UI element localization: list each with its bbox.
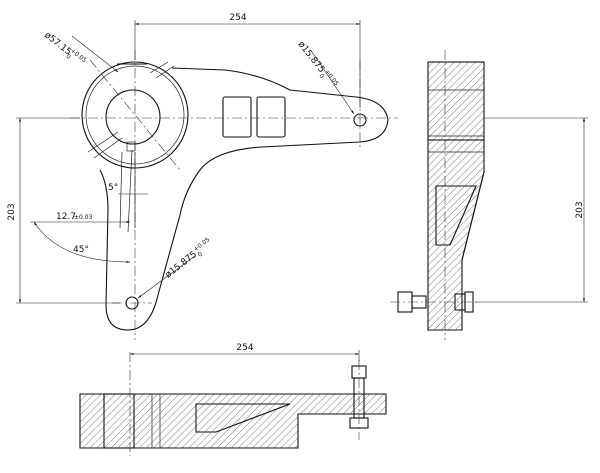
- svg-text:0: 0: [197, 251, 204, 259]
- left-dim-203: 203: [7, 203, 17, 220]
- key-width-label: 12.7: [56, 212, 76, 222]
- hub-bore: [105, 89, 161, 145]
- svg-text:+0.05: +0.05: [69, 47, 88, 64]
- svg-text:0: 0: [65, 53, 72, 61]
- bottom-dim-254: 254: [236, 343, 253, 353]
- svg-text:+0.05: +0.05: [323, 68, 340, 87]
- svg-text:±0.03: ±0.03: [74, 214, 93, 221]
- front-view: 254 203 ø57.15 +0.05 0 ø15.875 +0.05 0 ø…: [7, 13, 398, 340]
- window-left: [222, 96, 252, 138]
- big-angle-label: 45°: [73, 245, 89, 255]
- window-right: [256, 96, 286, 138]
- side-view: 203: [390, 50, 588, 340]
- right-dim-203: 203: [575, 201, 585, 218]
- bottom-view: 254: [79, 343, 387, 456]
- svg-text:0: 0: [317, 73, 325, 80]
- svg-text:+0.05: +0.05: [192, 236, 211, 253]
- top-hole-dia-label: ø15.875: [296, 40, 327, 75]
- small-angle-label: 5°: [108, 183, 118, 193]
- arm-outline: [99, 67, 389, 331]
- top-dim-254: 254: [229, 13, 246, 23]
